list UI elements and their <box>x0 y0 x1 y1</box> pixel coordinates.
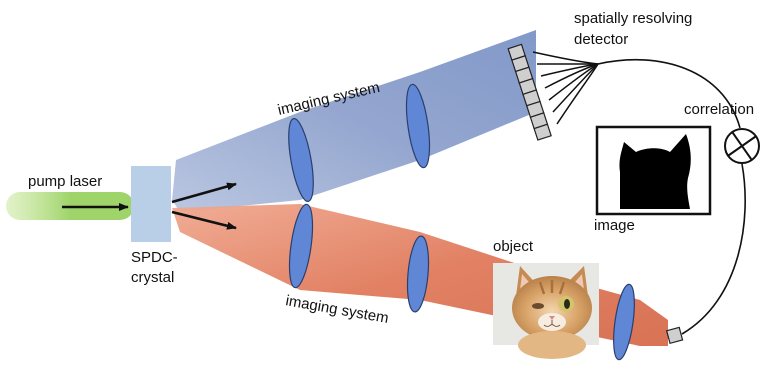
correlation-icon <box>724 128 760 164</box>
spatially-resolving-detector <box>507 43 552 141</box>
object-kitten-image <box>493 263 599 359</box>
correlation-label: correlation <box>684 101 754 118</box>
spdc-label-line1: SPDC- <box>131 249 178 266</box>
detector-label-line1: spatially resolving <box>574 10 692 27</box>
image-panel <box>595 125 712 216</box>
bucket-to-correlator-cable <box>681 163 746 335</box>
bucket-detector <box>665 326 684 345</box>
detector-label-line2: detector <box>574 31 628 48</box>
detector-cables <box>532 51 599 125</box>
lens-lower-1 <box>288 203 314 289</box>
lens-upper-2 <box>405 83 431 169</box>
object-label: object <box>493 238 534 255</box>
lens-lower-2 <box>406 235 430 313</box>
upper-beam <box>172 30 536 212</box>
signal-arrow-upper <box>171 182 237 204</box>
image-label: image <box>594 217 635 234</box>
imaging-system-lower-label: imaging system <box>284 292 390 327</box>
signal-arrow-lower <box>171 210 237 230</box>
cat-silhouette-icon <box>619 134 691 209</box>
pump-laser-label: pump laser <box>28 173 102 190</box>
lens-bucket <box>613 283 635 361</box>
lens-upper-1 <box>288 118 314 202</box>
spdc-crystal <box>131 166 171 242</box>
detector-to-correlator-cable <box>597 58 741 129</box>
spdc-label-line2: crystal <box>131 269 174 286</box>
